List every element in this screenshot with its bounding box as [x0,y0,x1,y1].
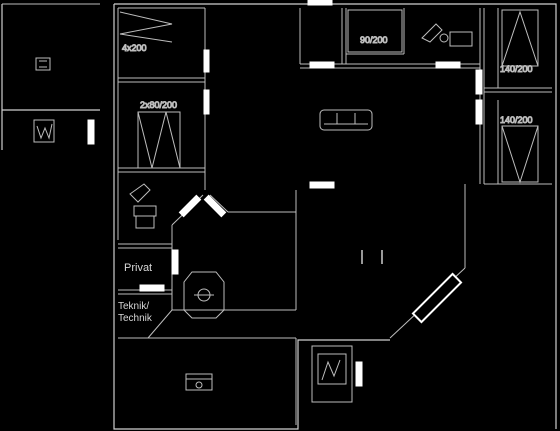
technical-room-label-2: Technik [118,313,153,324]
door-utility [435,61,461,69]
door-top-center [309,61,335,69]
outer-walls [1,3,557,430]
bed-top-center: 90/200 [347,9,403,53]
door-bath-right [203,194,227,218]
door-sauna [355,361,363,387]
bed-right-bottom-label: 140/200 [500,115,533,125]
bed-top-left-label: 4x200 [122,43,147,53]
door-top [307,0,333,6]
toilet-icon [129,183,157,229]
private-room-label: Privat [124,262,152,274]
heater-icon [35,57,51,71]
door-left-outside [87,119,95,145]
bed-right-bottom: 140/200 [500,115,539,184]
interior-walls [2,3,552,425]
bed-left: 2x80/200 [137,100,181,169]
bed-right-top: 140/200 [500,9,539,75]
door-private [171,249,179,275]
door-bed-left [203,89,210,115]
door-bed-top-left [203,49,210,73]
bed-right-top-label: 140/200 [500,64,533,74]
sauna-icon [183,271,225,319]
bed-top-left: 4x200 [119,11,173,54]
door-right-bottom [475,99,483,125]
washing-machine-icon [185,373,213,391]
door-living [309,181,335,189]
dishwasher-icon [33,119,55,143]
tv-icon [361,250,383,264]
door-bath-left [178,194,202,218]
terrace-door [411,272,463,324]
bed-top-center-label: 90/200 [360,35,388,45]
shower-icon [421,23,473,47]
sofa-icon [319,109,373,131]
door-teknik [139,284,165,292]
technical-room-label-1: Teknik/ [118,301,149,312]
bed-left-label: 2x80/200 [140,100,177,110]
fireplace-icon [311,345,353,403]
doors [87,0,483,387]
door-right-top [475,69,483,95]
